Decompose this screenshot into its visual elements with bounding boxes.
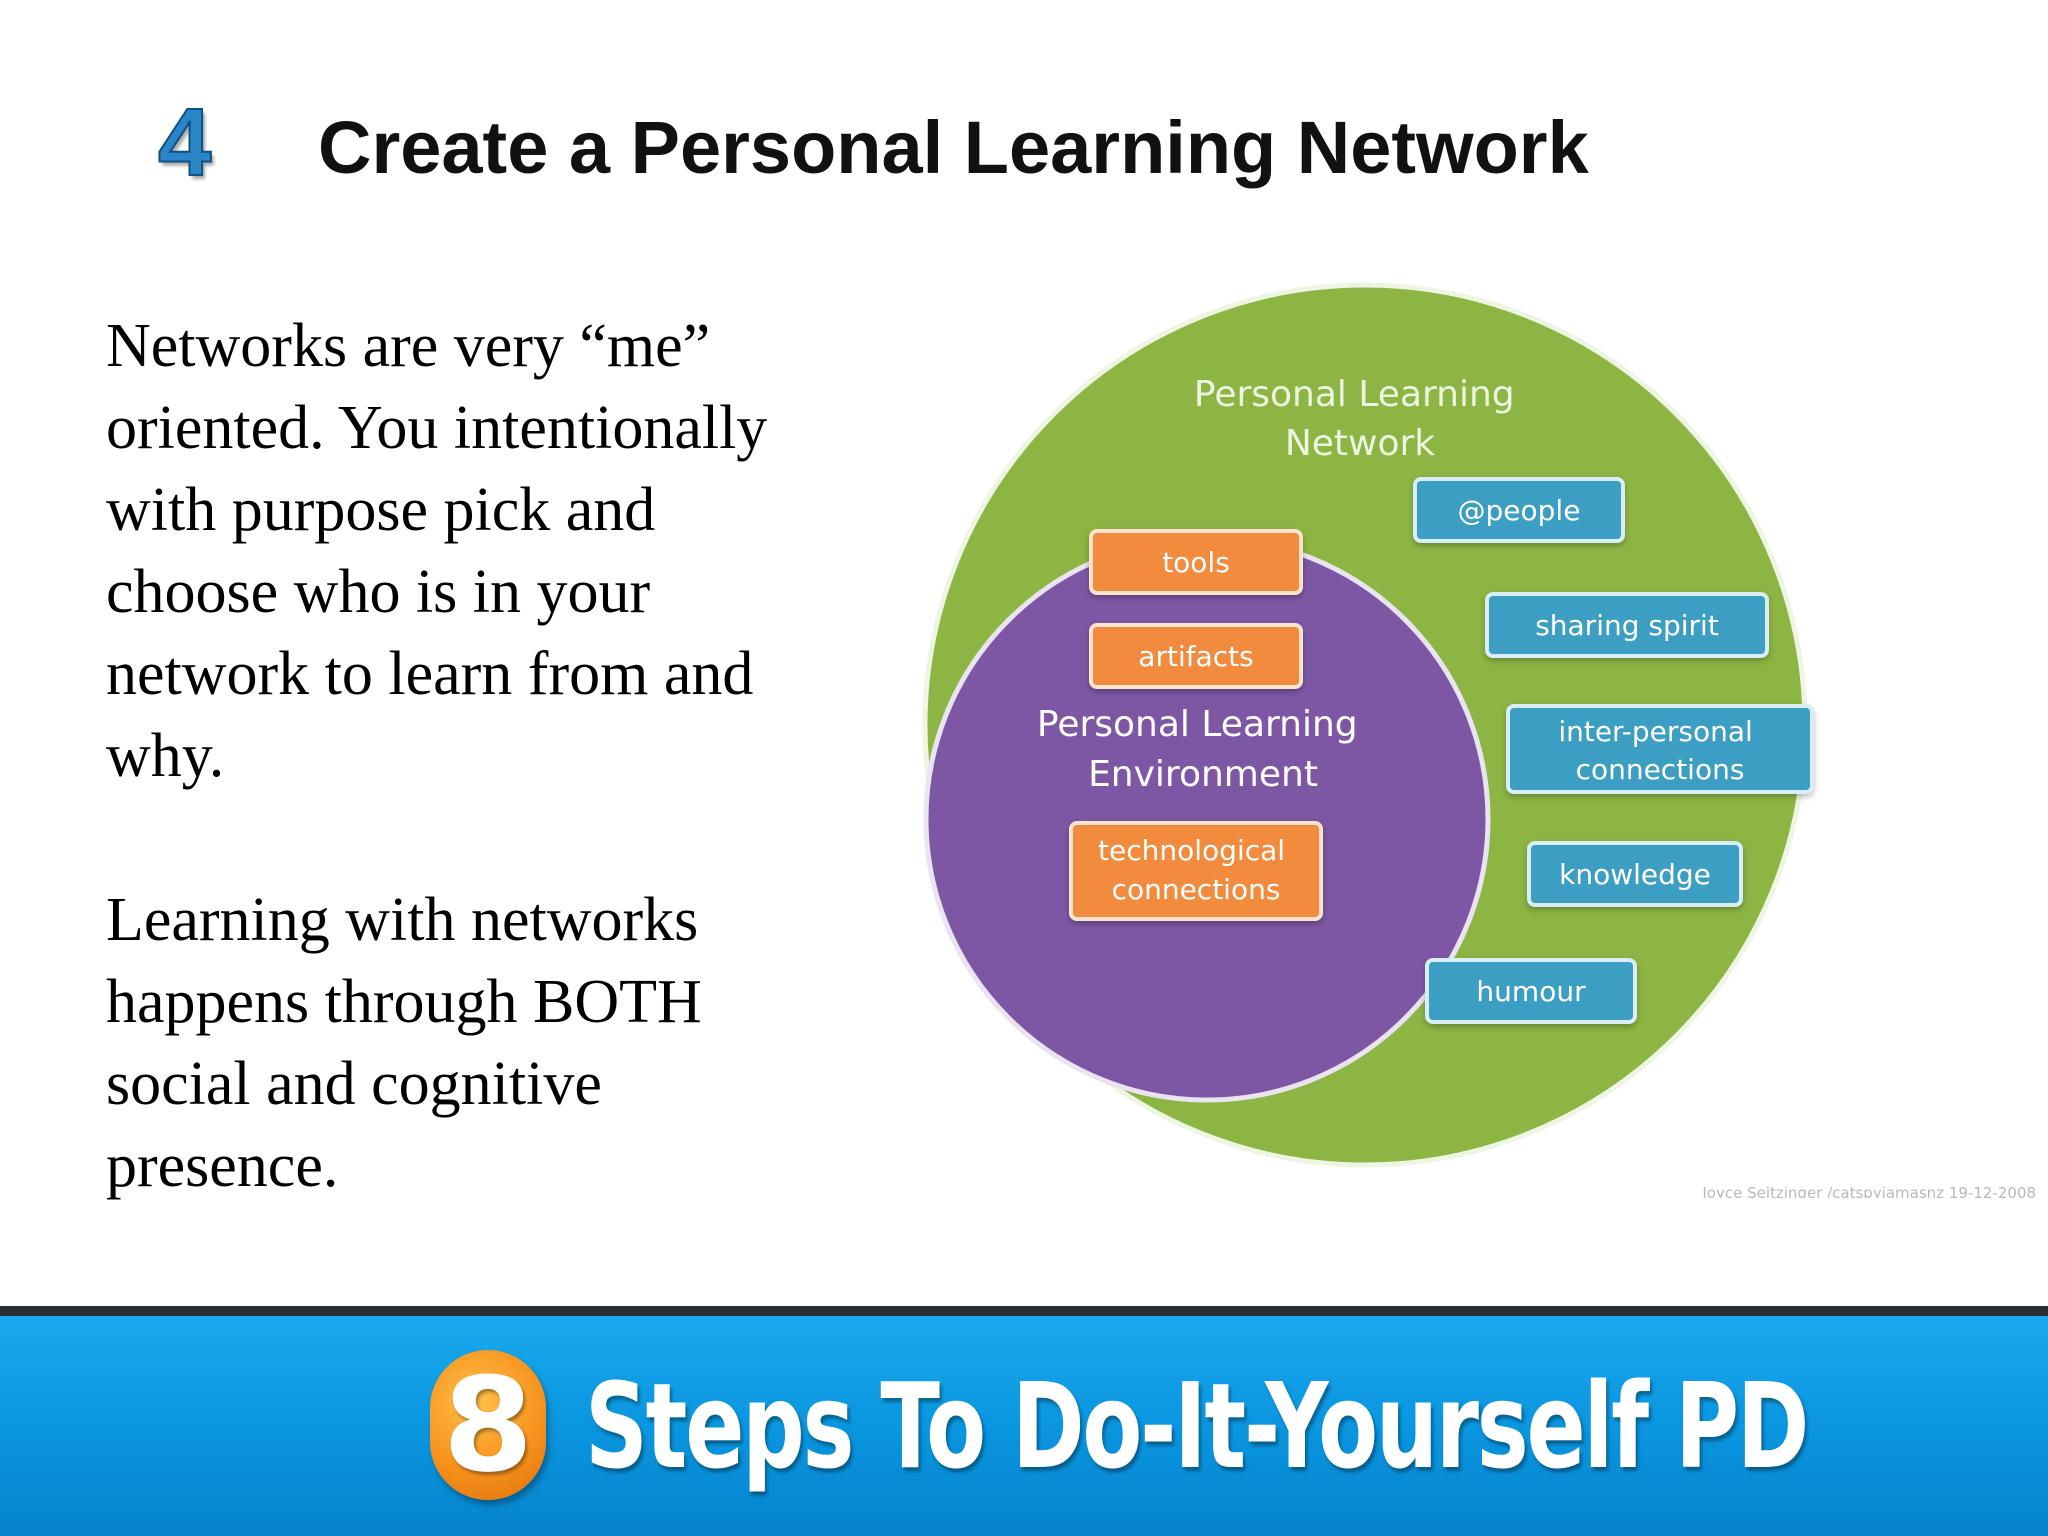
environment-item-technological-line-2: connections bbox=[1112, 873, 1281, 906]
network-item-knowledge-label: knowledge bbox=[1559, 858, 1711, 891]
body-text: Networks are very “me” oriented. You int… bbox=[106, 305, 826, 1207]
network-item-humour-label: humour bbox=[1476, 975, 1586, 1008]
body-paragraph-2: Learning with networks happens through B… bbox=[106, 886, 702, 1200]
network-label-line-1: Personal Learning bbox=[1194, 374, 1515, 415]
network-item-inter-personal-line-2: connections bbox=[1576, 753, 1745, 786]
environment-item-technological-connections: technological connections bbox=[1069, 821, 1323, 921]
network-item-inter-personal-line-1: inter-personal bbox=[1558, 715, 1752, 748]
network-item-sharing-spirit: sharing spirit bbox=[1485, 592, 1769, 658]
pln-diagram-svg: Personal Learning Network Personal Learn… bbox=[922, 282, 2036, 1198]
network-item-people-label: @people bbox=[1458, 494, 1581, 527]
environment-item-technological-line-1: technological bbox=[1098, 834, 1285, 867]
slide: 4 Create a Personal Learning Network Net… bbox=[106, 88, 2048, 1207]
environment-item-artifacts-label: artifacts bbox=[1138, 640, 1253, 673]
step-number: 4 bbox=[157, 88, 212, 197]
svg-text:knowledge: knowledge bbox=[1559, 858, 1711, 891]
network-label: Personal Learning Network bbox=[1194, 374, 1526, 464]
footer-number-badge: 8 bbox=[430, 1350, 546, 1500]
environment-item-tools: tools bbox=[1089, 529, 1303, 595]
svg-text:@people: @people bbox=[1458, 494, 1581, 527]
environment-item-artifacts: artifacts bbox=[1089, 623, 1303, 689]
svg-text:sharing spirit: sharing spirit bbox=[1535, 609, 1719, 642]
environment-item-tools-label: tools bbox=[1162, 546, 1230, 579]
network-item-knowledge: knowledge bbox=[1527, 841, 1743, 907]
environment-circle bbox=[923, 535, 1491, 1103]
network-item-humour: humour bbox=[1425, 958, 1637, 1024]
network-item-sharing-spirit-label: sharing spirit bbox=[1535, 609, 1719, 642]
network-label-line-2: Network bbox=[1285, 423, 1435, 464]
diagram-credit: Joyce Seitzinger /catspyjamasnz 19-12-20… bbox=[1701, 1184, 2036, 1198]
footer-title: Steps To Do-It-Yourself PD bbox=[585, 1357, 1809, 1495]
pln-diagram: Personal Learning Network Personal Learn… bbox=[900, 278, 2048, 1198]
body-paragraph-1: Networks are very “me” oriented. You int… bbox=[106, 312, 768, 790]
svg-text:humour: humour bbox=[1476, 975, 1586, 1008]
environment-label-line-2: Environment bbox=[1088, 754, 1318, 795]
network-item-people: @people bbox=[1413, 477, 1625, 543]
svg-text:technological connec: technological connections bbox=[1098, 834, 1294, 906]
environment-label-line-1: Personal Learning bbox=[1037, 704, 1358, 745]
footer-banner: 8 Steps To Do-It-Yourself PD bbox=[0, 1316, 2048, 1536]
svg-text:tools: tools bbox=[1162, 546, 1230, 579]
footer-divider bbox=[0, 1306, 2048, 1316]
environment-label: Personal Learning Environment bbox=[1037, 704, 1369, 795]
slide-title: Create a Personal Learning Network bbox=[318, 106, 1589, 189]
svg-text:inter-personal conne: inter-personal connections bbox=[1558, 715, 1761, 786]
svg-text:artifacts: artifacts bbox=[1138, 640, 1253, 673]
network-item-inter-personal-connections: inter-personal connections bbox=[1506, 704, 1814, 794]
